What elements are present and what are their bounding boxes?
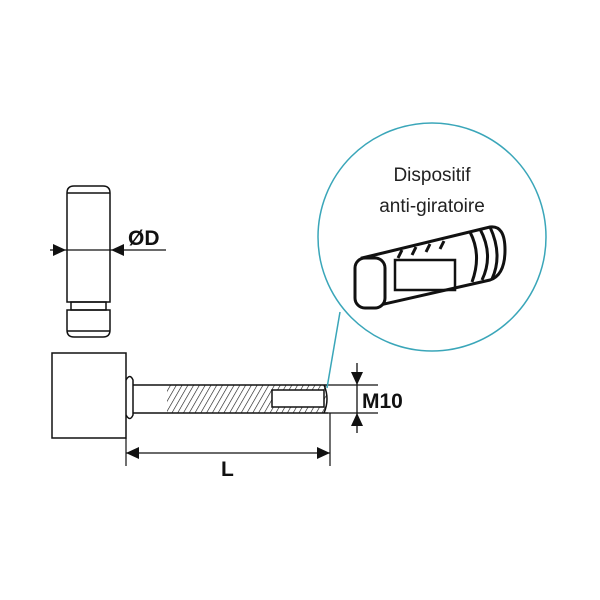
hinge-body-drawing bbox=[51, 352, 328, 439]
callout-line2: anti-giratoire bbox=[379, 196, 485, 217]
callout-line1: Dispositif bbox=[393, 165, 471, 186]
pin-drawing bbox=[66, 185, 111, 338]
anti-rotation-callout: Dispositif anti-giratoire bbox=[317, 122, 547, 389]
thread-dimension: M10 bbox=[328, 363, 403, 433]
length-dimension: L bbox=[125, 413, 331, 481]
length-label: L bbox=[221, 458, 234, 481]
diameter-label: ØD bbox=[128, 227, 160, 250]
anti-rotation-detail-icon bbox=[353, 225, 507, 310]
diameter-dimension: ØD bbox=[50, 227, 166, 256]
thread-label: M10 bbox=[362, 390, 403, 413]
